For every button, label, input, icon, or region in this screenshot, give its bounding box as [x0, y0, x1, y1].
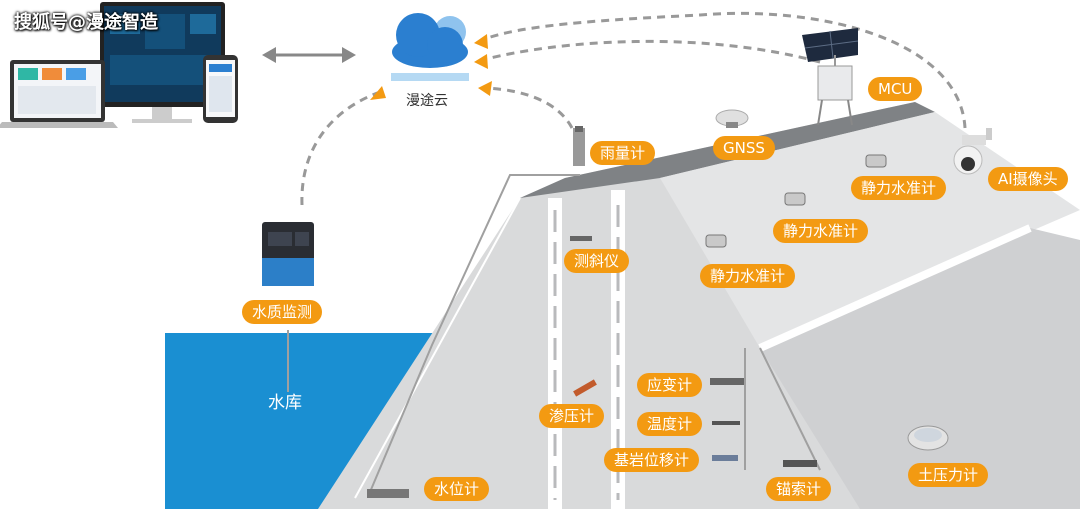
reservoir-label: 水库 — [268, 393, 302, 413]
water-level-cable — [369, 174, 580, 493]
label-earth-pressure: 土压力计 — [908, 463, 989, 487]
label-gnss: GNSS — [713, 136, 775, 160]
link-mcu-cloud — [481, 39, 821, 64]
label-piezometer: 渗压计 — [539, 404, 605, 428]
bedrock-displacement-icon — [712, 455, 738, 461]
dam-berm — [760, 228, 1080, 509]
mcu-box-icon — [817, 55, 853, 126]
ai-camera-icon — [953, 128, 992, 175]
cloud-label: 漫途云 — [406, 93, 448, 109]
earth-pressure-icon — [907, 425, 949, 451]
label-static-level-1: 静力水准计 — [851, 176, 947, 200]
arrow-to-cloud-1 — [370, 86, 386, 100]
sync-arrow-left — [262, 47, 276, 63]
dam-berm-edge — [758, 224, 1032, 352]
arrow-to-cloud-3 — [474, 54, 488, 69]
label-anchor-gauge: 锚索计 — [766, 477, 832, 501]
label-rain-gauge: 雨量计 — [590, 141, 656, 165]
label-inclinometer: 测斜仪 — [564, 249, 630, 273]
inclinometer-icon — [570, 236, 592, 241]
water-quality-device-icon — [262, 222, 314, 286]
solar-panel-icon — [802, 28, 859, 62]
label-water-quality: 水质监测 — [242, 300, 323, 324]
label-bedrock-displacement: 基岩位移计 — [604, 448, 700, 472]
label-static-level-3: 静力水准计 — [700, 264, 796, 288]
label-water-level: 水位计 — [424, 477, 490, 501]
cloud-icon — [391, 13, 469, 81]
static-level-icon-3 — [705, 234, 727, 248]
arrow-to-cloud-4 — [474, 34, 488, 49]
link-camera-cloud — [481, 11, 967, 129]
link-rain-cloud — [484, 86, 574, 129]
label-mcu: MCU — [868, 77, 923, 101]
thermometer-icon — [712, 421, 740, 425]
water-level-icon — [367, 489, 409, 498]
link-water-quality-cloud — [300, 90, 381, 206]
static-level-icon-1 — [865, 154, 887, 168]
reservoir-water — [165, 333, 468, 509]
piezometer-icon — [573, 379, 597, 397]
strain-gauge-icon — [710, 378, 744, 385]
label-strain-gauge: 应变计 — [637, 373, 703, 397]
sync-arrow-right — [342, 47, 356, 63]
gnss-antenna-icon — [715, 109, 749, 128]
rain-gauge-icon — [573, 126, 585, 166]
anchor-gauge-icon — [783, 460, 817, 467]
static-level-icon-2 — [784, 192, 806, 206]
anchor-cable-2 — [759, 347, 821, 471]
label-thermometer: 温度计 — [637, 412, 703, 436]
watermark: 搜狐号@漫途智造 — [14, 12, 158, 33]
phone-icon — [203, 55, 238, 123]
label-static-level-2: 静力水准计 — [773, 219, 869, 243]
arrow-to-cloud-2 — [478, 81, 492, 96]
upstream-face-line — [354, 197, 521, 499]
label-ai-camera: AI摄像头 — [988, 167, 1068, 191]
laptop-icon — [0, 60, 118, 128]
desktop-monitor-icon — [100, 2, 225, 123]
